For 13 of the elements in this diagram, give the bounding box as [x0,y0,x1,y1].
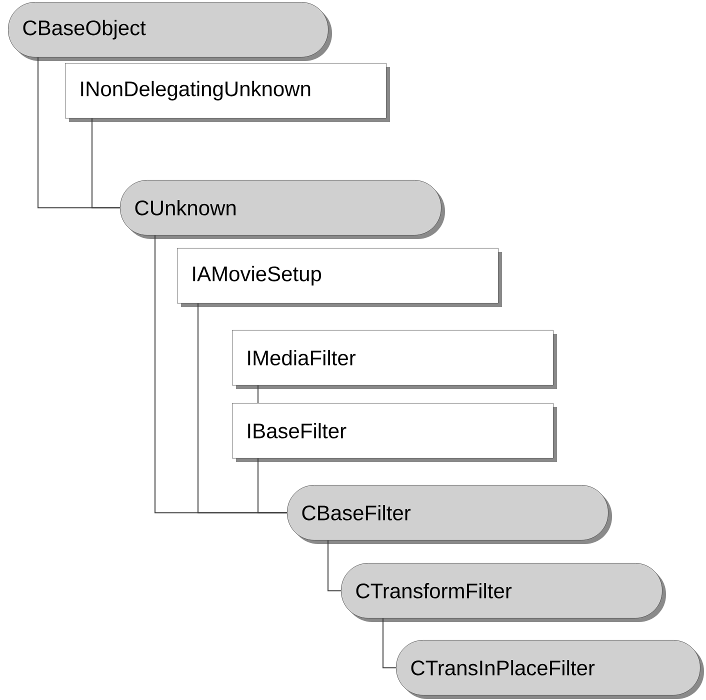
interface-box: IBaseFilter [232,403,557,462]
interface-box: IAMovieSetup [177,248,502,307]
class-pill: CTransInPlaceFilter [396,640,704,699]
connector-line [382,618,396,668]
class-pill: CUnknown [120,180,445,239]
connector-line [258,458,288,514]
interface-box: INonDelegatingUnknown [65,63,390,122]
class-pill: CBaseFilter [287,485,612,544]
connector-line [328,540,342,592]
class-pill: CBaseObject [8,2,332,61]
class-pill: CTransformFilter [341,563,666,622]
interface-box: IMediaFilter [232,330,557,389]
connector-line [92,118,120,208]
